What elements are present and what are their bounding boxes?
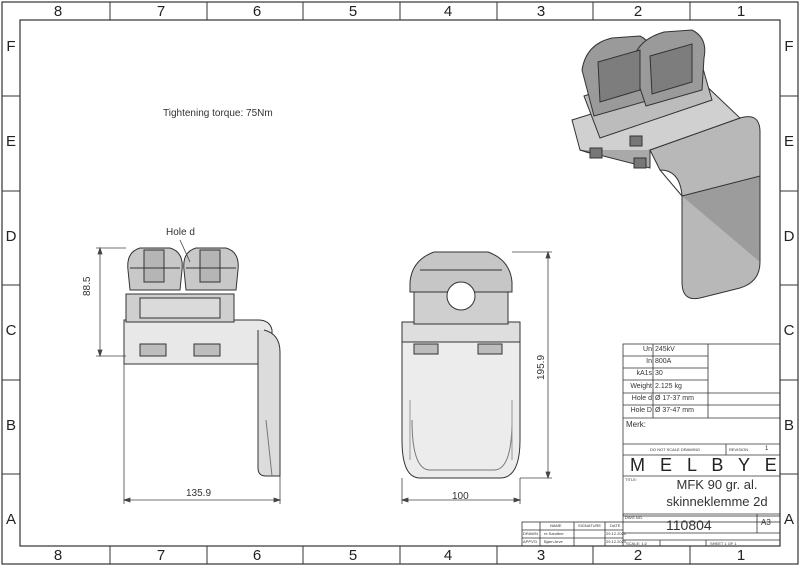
title-block-lines (521, 343, 781, 547)
zone-col-7: 7 (156, 3, 166, 20)
torque-note: Tightening torque: 75Nm (163, 108, 273, 119)
title-prefix: TITLE: (625, 477, 638, 482)
zone-col-6-bottom: 6 (252, 547, 262, 564)
tb-drawn-name: re.Sandber (544, 531, 564, 536)
zone-col-3-bottom: 3 (536, 547, 546, 564)
zone-row-b: B (5, 417, 16, 434)
zone-row-f-right: F (784, 38, 794, 55)
scale-label: SCALE: 1:2 (626, 541, 647, 546)
spec-label-un: Un (643, 346, 652, 353)
spec-label-ka: kA1s (636, 370, 652, 377)
zone-col-2: 2 (633, 3, 643, 20)
zone-col-1-bottom: 1 (736, 547, 746, 564)
dim-side-height: 195.9 (536, 354, 547, 380)
spec-label-weight: Weight (630, 383, 652, 390)
zone-col-6: 6 (252, 3, 262, 20)
zone-row-d: D (5, 228, 17, 245)
spec-label-in: In (646, 358, 652, 365)
zone-col-7-bottom: 7 (156, 547, 166, 564)
spec-value-hole-big-d: Ø 37-47 mm (655, 407, 694, 414)
tb-appv-role: APPV'D (523, 539, 538, 544)
tb-header-sig: SIGNATURE (578, 523, 602, 528)
tb-header-date: DATE (610, 523, 621, 528)
company-name: M E L B Y E (630, 455, 782, 475)
spec-value-in: 800A (655, 358, 672, 365)
spec-value-weight: 2.125 kg (655, 383, 682, 390)
spec-label-hole-big-d: Hole D (630, 407, 652, 414)
hole-label: Hole d (166, 227, 195, 238)
spec-value-un: 245kV (655, 346, 675, 353)
merk-label: Merk: (626, 420, 646, 429)
do-not-scale: DO NOT SCALE DRAWING (650, 447, 701, 452)
sheet-size: A3 (761, 518, 771, 527)
revision-value: 1 (765, 446, 769, 452)
zone-col-4: 4 (443, 3, 453, 20)
tb-appv-name: Bjørn Arve (544, 539, 563, 544)
zone-row-c-right: C (783, 322, 795, 339)
zone-col-5-bottom: 5 (348, 547, 358, 564)
spec-label-hole-d: Hole d (631, 395, 652, 402)
zone-row-a: A (5, 511, 16, 528)
side-view (401, 251, 521, 479)
zone-row-a-right: A (783, 511, 794, 528)
dim-front-width: 135.9 (186, 488, 212, 499)
dwg-no: 110804 (666, 517, 712, 533)
zone-col-2-bottom: 2 (633, 547, 643, 564)
spec-value-hole-d: Ø 17-37 mm (655, 395, 694, 402)
spec-value-ka: 30 (655, 370, 663, 377)
zone-row-b-right: B (783, 417, 794, 434)
zone-col-5: 5 (348, 3, 358, 20)
zone-row-f: F (6, 38, 16, 55)
zone-row-e-right: E (783, 133, 794, 150)
tb-appv-date: 29.12.2020 (606, 539, 627, 544)
zone-col-1: 1 (736, 3, 746, 20)
tb-drawn-role: DRAWN (523, 531, 538, 536)
title-line-1: MFK 90 gr. al. (676, 477, 758, 492)
zone-row-e: E (5, 133, 16, 150)
tb-drawn-date: 29.12.2020 (606, 531, 627, 536)
dwg-no-label: DWG NO. (625, 515, 643, 520)
title-line-2: skinneklemme 2d (666, 494, 768, 509)
zone-col-8: 8 (53, 3, 63, 20)
zone-col-4-bottom: 4 (443, 547, 453, 564)
revision-label: REVISION (729, 447, 749, 452)
zone-col-3: 3 (536, 3, 546, 20)
zone-row-d-right: D (783, 228, 795, 245)
front-view (123, 247, 281, 477)
isometric-view (571, 29, 761, 300)
sheet-number: SHEET 1 OF 1 (710, 541, 737, 546)
zone-col-8-bottom: 8 (53, 547, 63, 564)
dim-side-width: 100 (452, 491, 469, 502)
zone-row-c: C (5, 322, 17, 339)
tb-header-name: NAME (550, 523, 562, 528)
dim-front-height: 88.5 (82, 276, 93, 296)
